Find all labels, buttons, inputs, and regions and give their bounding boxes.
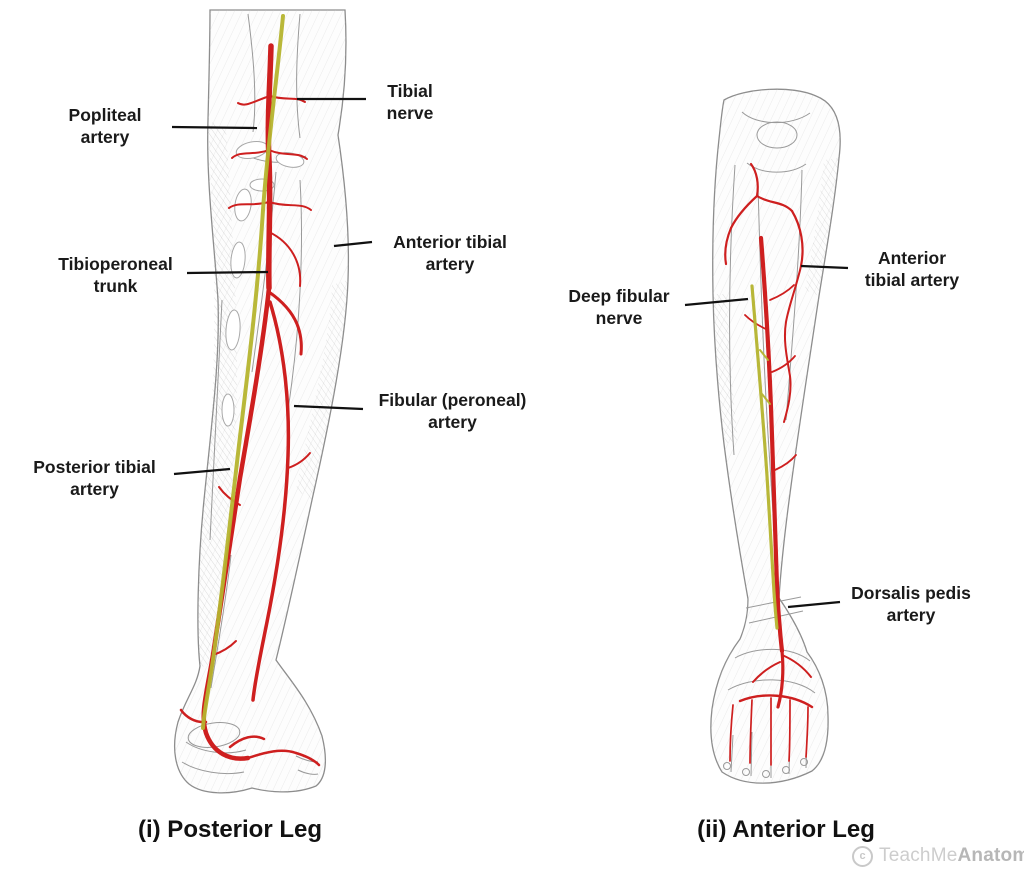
label-dorsalis-pedis-artery: Dorsalis pedis artery bbox=[851, 583, 971, 625]
leader-line bbox=[186, 270, 269, 275]
anterior-tibial-branch-path bbox=[267, 290, 303, 356]
label-fibular-peroneal-artery: Fibular (peroneal) artery bbox=[378, 390, 527, 432]
tarsal-branches bbox=[752, 654, 812, 683]
leader-line bbox=[171, 125, 258, 130]
label-deep-fibular-nerve: Deep fibular nerve bbox=[568, 286, 670, 328]
toe-arteries bbox=[729, 697, 809, 766]
watermark-brand-teachme: TeachMe bbox=[879, 845, 958, 866]
posterior-leg-drawing bbox=[173, 9, 350, 794]
deep-fibular-nerve-path bbox=[750, 284, 779, 630]
label-tibial-nerve: Tibial nerve bbox=[386, 81, 434, 123]
label-tibioperoneal-trunk: Tibioperoneal trunk bbox=[58, 254, 173, 296]
leader-line bbox=[787, 600, 841, 609]
leader-line bbox=[293, 404, 364, 411]
leader-line bbox=[684, 297, 749, 307]
fibular-artery-path bbox=[251, 300, 291, 702]
caption-posterior-leg: (i) Posterior Leg bbox=[137, 816, 323, 843]
genicular-network bbox=[724, 162, 804, 268]
anterior-leg-drawing bbox=[710, 88, 841, 784]
watermark-brand-anatomy: Anatomy bbox=[957, 845, 1024, 866]
label-anterior-tibial-artery-2: Anterior tibial artery bbox=[864, 248, 960, 290]
anterior-tibial-artery-path bbox=[758, 235, 785, 654]
label-popliteal-artery: Popliteal artery bbox=[68, 105, 142, 147]
leader-line bbox=[173, 467, 231, 476]
popliteal-artery-path bbox=[265, 43, 274, 291]
arcuate-artery-path bbox=[738, 694, 814, 709]
label-anterior-tibial-artery: Anterior tibial artery bbox=[393, 232, 507, 274]
tibial-nerve-path bbox=[201, 14, 285, 730]
caption-anterior-leg: (ii) Anterior Leg bbox=[697, 816, 875, 843]
watermark: c TeachMeAnatomy.com bbox=[852, 845, 1024, 867]
copyright-icon: c bbox=[852, 845, 873, 867]
label-posterior-tibial-artery: Posterior tibial artery bbox=[33, 457, 156, 499]
lateral-branch-path bbox=[783, 265, 802, 423]
leader-line bbox=[800, 264, 849, 270]
leader-lines bbox=[171, 97, 849, 609]
leader-line bbox=[333, 240, 373, 248]
